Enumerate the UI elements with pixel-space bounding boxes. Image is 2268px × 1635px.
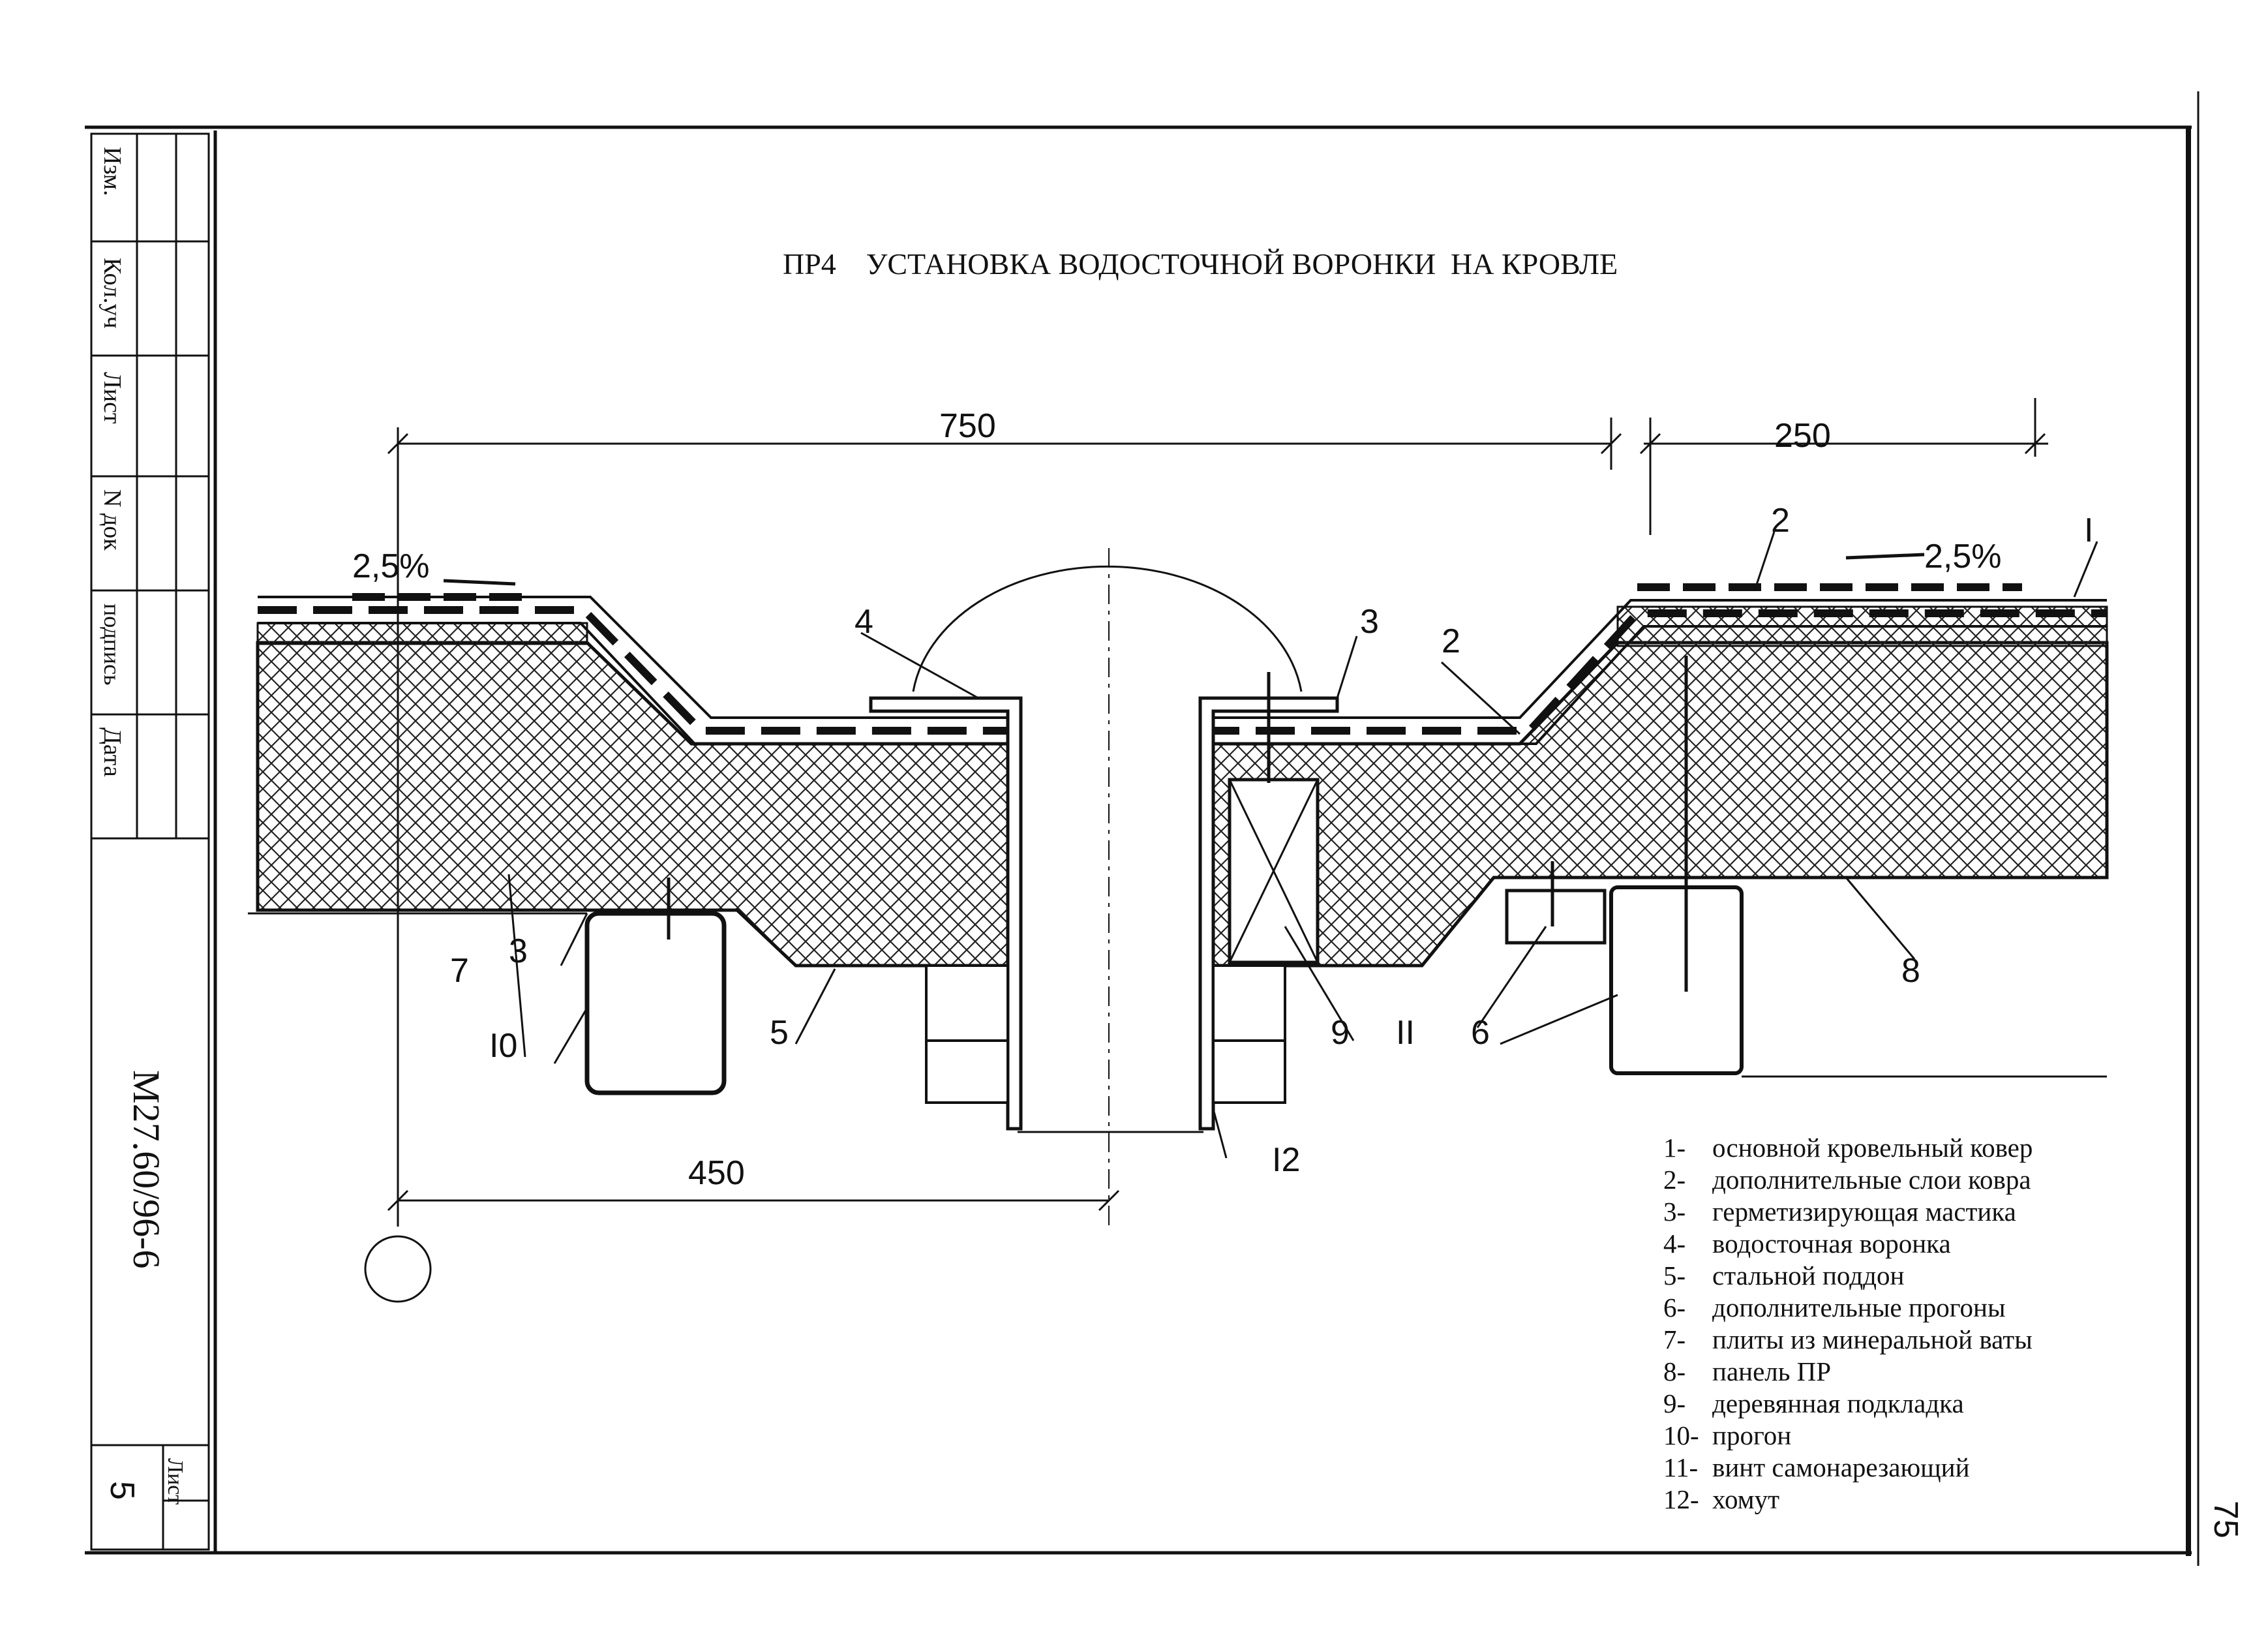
funnel-grate-dome: [912, 565, 1303, 692]
doc-code: М27.60/96-6: [125, 1070, 168, 1269]
clamps: [925, 964, 1286, 1104]
upper-insulation-band-left: [256, 622, 588, 645]
dimension-750: 750: [939, 407, 996, 445]
legend-item: 3-герметизирующая мастика: [1663, 1197, 2016, 1227]
legend-item: 9-деревянная подкладка: [1663, 1388, 1964, 1418]
side-stamp: Изм. Кол.уч Лист N док подпись Дата М27.…: [90, 132, 210, 1551]
callout-8: 8: [1901, 952, 1920, 990]
roof-membrane: [258, 583, 2107, 745]
legend-item: 8-панель ПР: [1663, 1356, 1832, 1386]
legend-item: 5-стальной поддон: [1663, 1261, 1905, 1291]
callout-1: I: [2084, 512, 2093, 549]
legend: 1-основной кровельный ковер 2-дополнител…: [1663, 1132, 2172, 1516]
callout-11: II: [1396, 1014, 1415, 1052]
legend-item: 1-основной кровельный ковер: [1663, 1133, 2033, 1163]
purlin-10: [584, 911, 727, 1095]
extra-purlin: [1505, 889, 1607, 945]
dimension-450: 450: [688, 1154, 745, 1192]
insulation-right: [1198, 641, 2109, 968]
slope-arrow-left: [443, 579, 516, 586]
callout-5: 5: [770, 1014, 789, 1052]
stamp-cell-podpis: подпись: [99, 604, 125, 685]
screws: [667, 656, 1688, 992]
slope-arrow-right: [1845, 553, 1925, 560]
legend-item: 6-дополнительные прогоны: [1663, 1292, 2006, 1322]
stamp-cell-izm: Изм.: [98, 147, 126, 196]
funnel-pipe: [869, 696, 1339, 1133]
callout-leaders: [507, 531, 2098, 1159]
dimension-lines: [364, 398, 2048, 1303]
slope-left: 2,5%: [352, 547, 430, 585]
stamp-cell-ndok: N док: [98, 489, 126, 551]
legend-item: 4-водосточная воронка: [1663, 1229, 1951, 1259]
callout-2a: 2: [1771, 502, 1790, 540]
callout-10: I0: [489, 1027, 517, 1065]
dimension-250: 250: [1774, 417, 1831, 455]
sheet-number: 5: [103, 1481, 141, 1500]
page-number: 75: [2207, 1501, 2245, 1538]
legend-item: 11-винт самонарезающий: [1663, 1452, 1970, 1482]
callout-4: 4: [854, 603, 873, 641]
legend-item: 12-хомут: [1663, 1484, 1780, 1514]
slope-right: 2,5%: [1924, 538, 2002, 575]
legend-item: 2-дополнительные слои ковра: [1663, 1165, 2031, 1195]
callout-12: I2: [1272, 1141, 1300, 1179]
sheet-label: Лист: [163, 1458, 187, 1505]
legend-item: 7-плиты из минеральной ваты: [1663, 1324, 2033, 1354]
stamp-cell-koluch: Кол.уч: [98, 258, 126, 329]
wooden-spacer: [1228, 778, 1320, 964]
stamp-cell-list: Лист: [98, 372, 126, 424]
stamp-cell-data: Дата: [98, 727, 126, 777]
legend-item: 10-прогон: [1663, 1420, 1792, 1450]
callout-3a: 3: [1360, 603, 1379, 641]
drawing-title: ПР4 УСТАНОВКА ВОДОСТОЧНОЙ ВОРОНКИ НА КРО…: [783, 247, 1618, 281]
callout-7: 7: [450, 952, 469, 990]
callout-6: 6: [1471, 1014, 1490, 1052]
insulation-left: [256, 641, 1020, 968]
panel-channel: [1609, 885, 1744, 1075]
callout-9: 9: [1331, 1014, 1350, 1052]
callout-2b: 2: [1442, 622, 1460, 660]
sheet-frame: [85, 91, 2200, 1566]
callout-3b: 3: [509, 932, 528, 970]
